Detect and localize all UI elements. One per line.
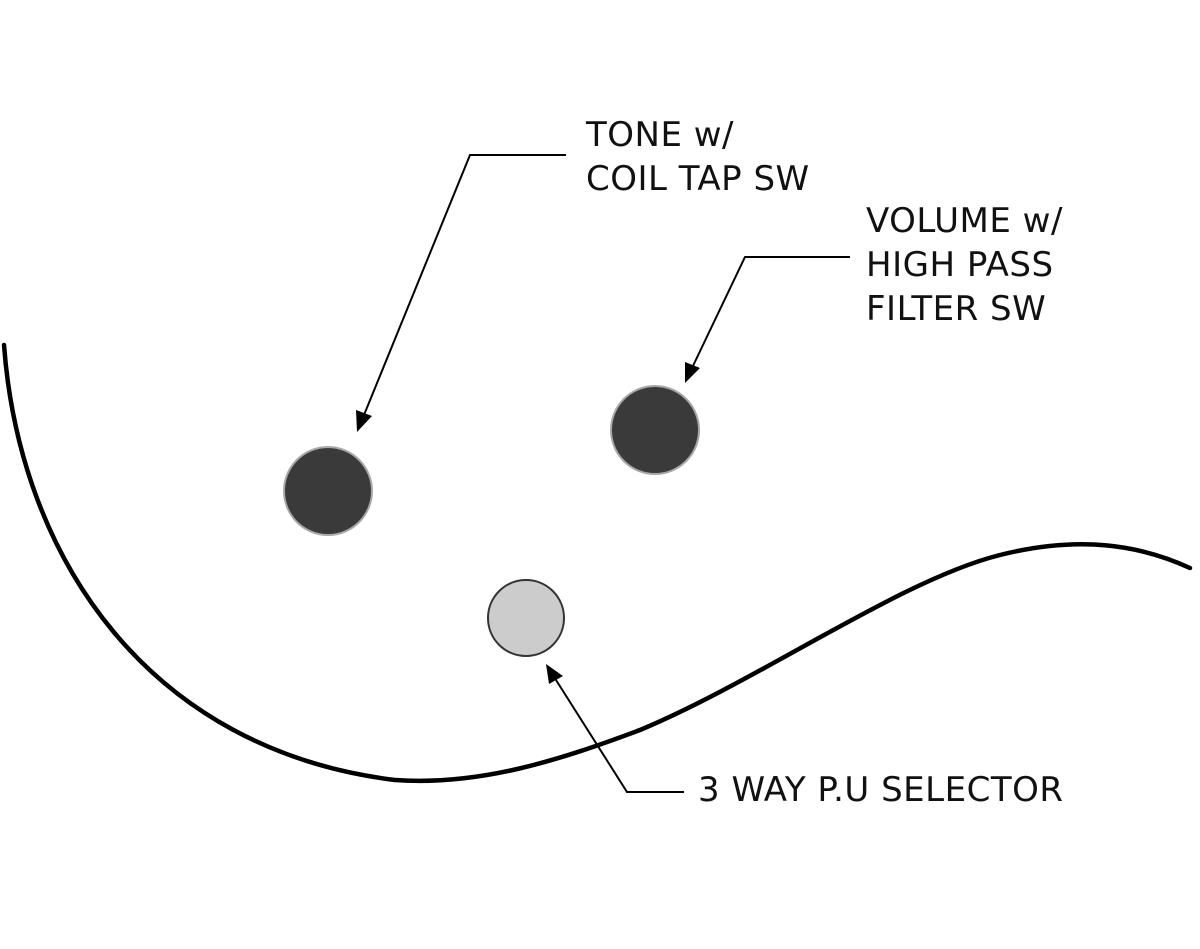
pickup-selector-switch[interactable] — [487, 579, 565, 657]
volume-label-line-3: FILTER SW — [866, 289, 1046, 329]
volume-label-line-2: HIGH PASS — [866, 245, 1054, 285]
selector-label: 3 WAY P.U SELECTOR — [698, 770, 1064, 810]
volume-arrow-head — [685, 362, 700, 383]
volume-label-line-1: VOLUME w/ — [866, 201, 1063, 241]
volume-leader-line — [691, 256, 850, 369]
tone-label-line-1: TONE w/ — [585, 115, 734, 155]
tone-label-line-2: COIL TAP SW — [586, 159, 810, 199]
volume-label: VOLUME w/ HIGH PASS FILTER SW — [866, 201, 1074, 329]
tone-leader-line — [363, 154, 566, 416]
selector-callout: 3 WAY P.U SELECTOR — [546, 664, 1064, 810]
tone-knob[interactable] — [283, 446, 373, 536]
selector-arrow-head — [546, 664, 563, 684]
volume-knob[interactable] — [610, 385, 700, 475]
guitar-body-outline — [1, 342, 1193, 784]
tone-callout: TONE w/ COIL TAP SW — [356, 115, 810, 432]
selector-leader-line — [555, 679, 684, 793]
tone-label: TONE w/ COIL TAP SW — [585, 115, 810, 199]
volume-callout: VOLUME w/ HIGH PASS FILTER SW — [685, 201, 1074, 383]
selector-label-line-1: 3 WAY P.U SELECTOR — [698, 770, 1064, 810]
tone-arrow-head — [356, 410, 372, 432]
